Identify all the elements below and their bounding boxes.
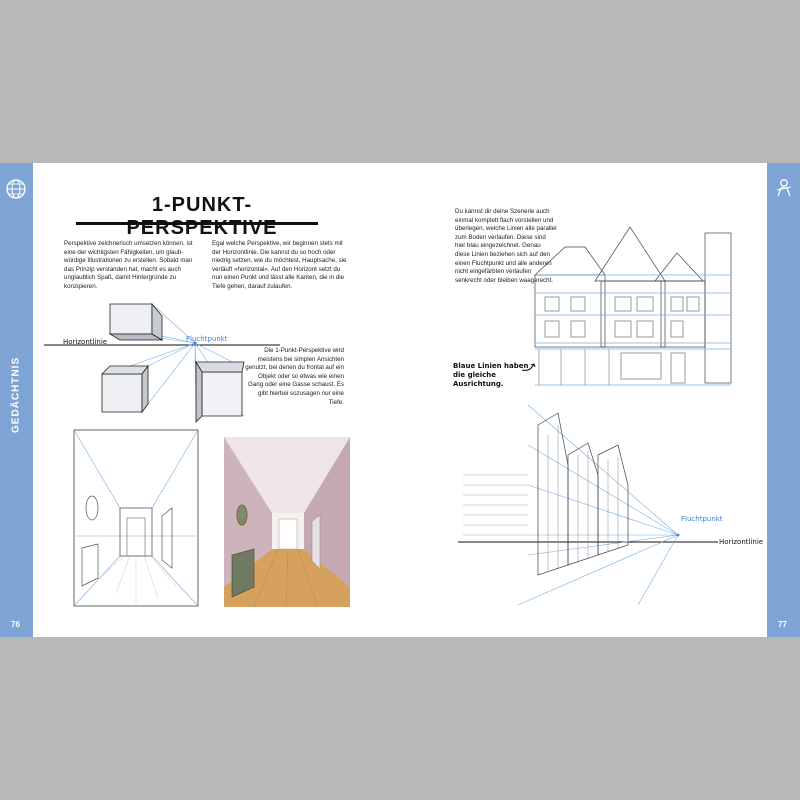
hallway-illustration: [224, 437, 350, 608]
right-margin-band: [767, 163, 800, 637]
street-vanishing-point-label: Fluchtpunkt: [681, 515, 723, 523]
hallway-sketch: [73, 429, 199, 607]
side-paragraph: Die 1-Punkt-Perspektive wird meistens be…: [245, 347, 344, 406]
page-number-right: 77: [778, 620, 787, 629]
blue-lines-note: Blaue Linien haben die gleiche Ausrichtu…: [453, 362, 529, 388]
globe-icon: [6, 179, 26, 199]
page-number-left: 76: [11, 620, 20, 629]
street-perspective-sketch: [458, 404, 718, 606]
title-underline: [76, 222, 318, 225]
horizon-line-label: Horizontlinie: [63, 338, 108, 346]
street-horizon-line-label: Horizontlinie: [719, 538, 764, 546]
person-icon: [776, 179, 792, 197]
vanishing-point-label: Fluchtpunkt: [186, 335, 228, 343]
cube-perspective-diagram: [44, 302, 280, 423]
page-title: 1-PUNKT-PERSPEKTIVE: [126, 194, 278, 239]
intro-paragraph: Perspektive zeichnerisch umsetzen können…: [64, 240, 193, 290]
scene-paragraph: Du kannst dir deine Szenerie auch einmal…: [455, 208, 557, 284]
section-label: GEDÄCHTNIS: [10, 356, 22, 434]
horizon-paragraph: Egal welche Perspektive, wir beginnen st…: [212, 240, 347, 290]
building-sketch: [534, 226, 732, 386]
left-margin-band: [0, 163, 33, 637]
note-arrow-icon: [521, 363, 536, 371]
